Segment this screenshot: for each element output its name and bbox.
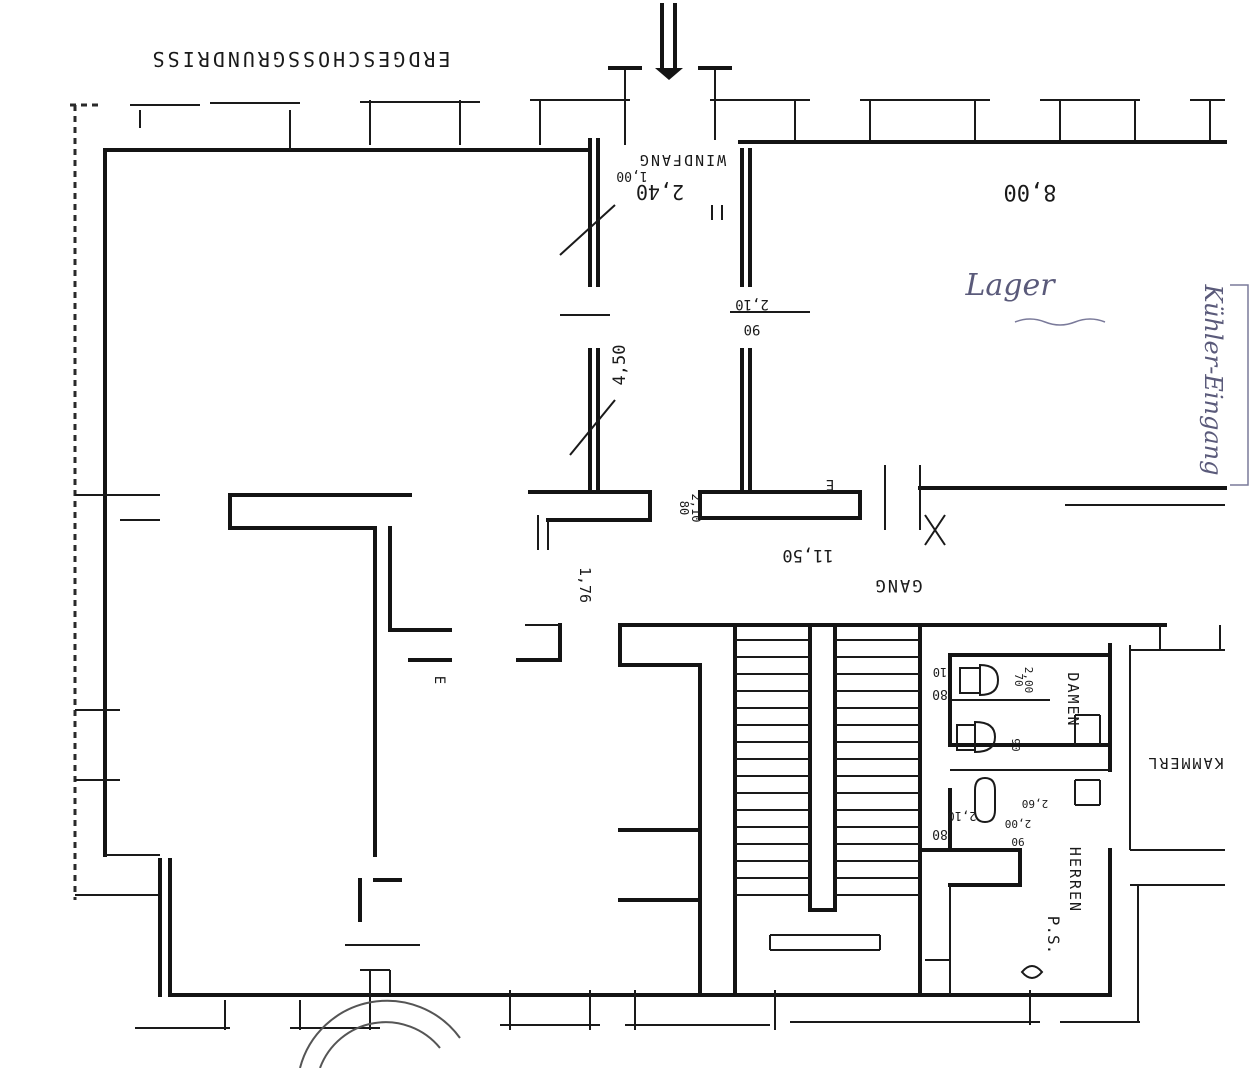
dim-windfang-door: 2,40: [636, 180, 684, 204]
dim-door-80-herren: 80: [932, 826, 948, 841]
wc-stair-block: [516, 623, 1225, 997]
dim-door-260: 2,60: [1022, 797, 1049, 810]
urinal-icon: [974, 776, 996, 824]
dim-door-210b: 2,10: [689, 494, 703, 523]
dim-door-90c: 90: [1011, 835, 1024, 848]
room-label-kammerl: KAMMERL: [1146, 754, 1223, 772]
sink-icon: [1020, 965, 1044, 979]
dim-wall-450: 4,50: [610, 345, 630, 386]
initials-label: P.S.: [1044, 916, 1063, 955]
toilet-icon: [956, 720, 997, 754]
dim-door-70: 70: [1012, 673, 1025, 686]
marker-e: E: [826, 476, 834, 492]
outer-wall-right: [1130, 625, 1225, 651]
dim-door-90b: 90: [1009, 738, 1022, 751]
room-label-damen: DAMEN: [1064, 672, 1082, 727]
room-label-herren: HERREN: [1066, 847, 1084, 913]
dim-door-200b: 2,00: [1005, 817, 1032, 830]
stamp-seal: [299, 999, 461, 1068]
room-label-gang: GANG: [874, 575, 923, 595]
staircase: [735, 639, 920, 896]
marker-e-b: E: [431, 676, 447, 684]
outer-wall-top: [70, 66, 1227, 152]
gang-walls: [228, 465, 1227, 857]
dim-windfang-door-w: 1,00: [616, 168, 647, 183]
dim-door-80-damen: 80: [932, 686, 948, 701]
dim-door-90: 90: [744, 321, 761, 337]
dim-door-200: 2,00: [1022, 667, 1035, 694]
plan-title: ERDGESCHOSSGRUNDRISS: [150, 47, 451, 71]
entrance-arrow-icon: [655, 3, 683, 80]
outer-wall-left: [73, 105, 160, 900]
label-kuehler-eingang: Kühler-Eingang: [1199, 284, 1227, 476]
dim-door-210c: 2,10: [948, 809, 977, 823]
dim-door-80: 80: [677, 501, 691, 515]
dim-door-210: 2,10: [735, 296, 769, 312]
interior-walls-lower: [158, 858, 420, 997]
dim-side-176: 1,76: [576, 567, 594, 603]
dim-gang-length: 11,50: [782, 545, 833, 565]
room-label-windfang: WINDFANG: [638, 151, 726, 169]
outer-wall-bottom: [135, 858, 1140, 1030]
dim-big-room: 8,00: [1004, 179, 1057, 204]
room-label-lager: Lager: [964, 268, 1056, 303]
dim-10: 10: [933, 665, 947, 679]
windfang-walls: [559, 138, 810, 492]
toilet-icon: [959, 663, 1000, 697]
